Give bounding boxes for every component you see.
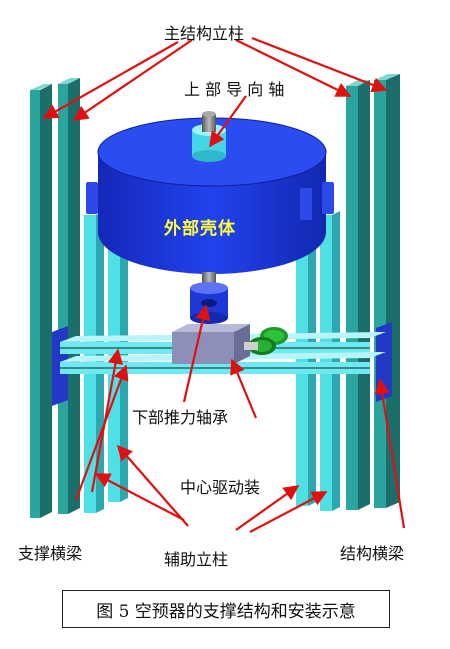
shell-lug — [322, 182, 334, 214]
label-lower-thrust-bearing: 下部推力轴承 — [132, 408, 229, 427]
upper-guide-shaft — [192, 111, 226, 162]
aux-column-right-2 — [320, 211, 340, 511]
shell-lug — [86, 182, 98, 214]
arrow — [251, 36, 388, 93]
arrow — [235, 39, 352, 97]
main-column-left-inner — [58, 78, 80, 514]
center-drive-gears — [244, 327, 288, 355]
main-column-left-outer — [30, 84, 52, 518]
arrow — [72, 39, 193, 121]
label-upper-guide-shaft: 上 部 导 向 轴 — [184, 80, 285, 99]
arrow — [116, 444, 189, 527]
label-main-columns: 主结构立柱 — [164, 24, 245, 43]
figure-caption-box: 图 5 空预器的支撑结构和安装示意 — [62, 590, 390, 628]
arrow — [42, 41, 179, 119]
label-support-beam: 支撑横梁 — [18, 544, 83, 563]
arrow — [182, 304, 211, 403]
arrow — [94, 473, 185, 521]
arrow — [235, 485, 300, 531]
bearing-block — [172, 324, 250, 364]
annotation-arrows — [42, 36, 406, 533]
figure-caption: 图 5 空预器的支撑结构和安装示意 — [96, 601, 356, 622]
arrow — [209, 95, 247, 148]
main-column-right-outer — [374, 74, 400, 508]
arrow — [374, 378, 406, 529]
main-column-right-inner — [346, 80, 370, 510]
label-structure-beam: 结构横梁 — [340, 544, 405, 563]
arrow — [74, 364, 129, 501]
thrust-bearing — [190, 282, 228, 324]
label-center-drive: 中心驱动装 — [180, 478, 261, 497]
shell-lug — [300, 188, 312, 220]
arrow — [230, 358, 258, 419]
arrow — [249, 491, 328, 533]
label-aux-columns: 辅助立柱 — [164, 550, 229, 569]
label-outer-shell: 外部壳体 — [164, 219, 236, 239]
